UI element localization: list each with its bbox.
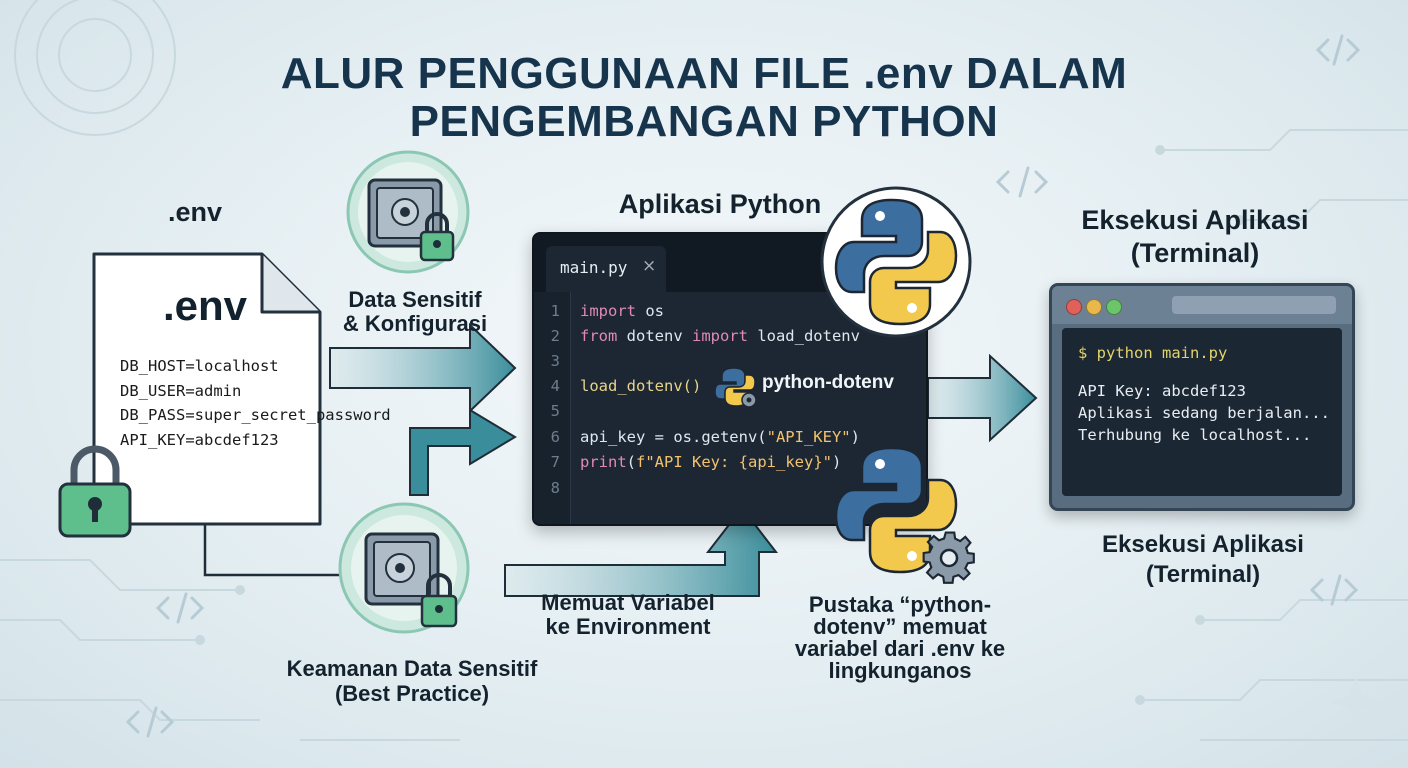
page-title-line-2: PENGEMBANGAN PYTHON (409, 97, 999, 146)
line-number: 4 (550, 377, 560, 395)
line-number: 8 (550, 479, 560, 497)
code-string: f"API Key: {api_key}" (636, 453, 832, 471)
code-text: os (636, 302, 664, 320)
env-document-icon (92, 252, 322, 526)
env-line: API_KEY=abcdef123 (120, 430, 279, 449)
code-line: api_key = os.getenv("API_KEY") (580, 428, 860, 446)
arrow-load-to-app (504, 506, 779, 597)
env-document-label: .env (167, 197, 223, 227)
tab-main-py[interactable]: main.py × (546, 246, 666, 292)
code-text: ) (850, 428, 860, 446)
code-text: ( (626, 453, 637, 471)
app-label: Aplikasi Python (618, 189, 822, 219)
terminal-window: $ python main.py API Key: abcdef123 Apli… (1049, 283, 1355, 511)
env-to-security-line (203, 522, 340, 577)
arrow-app-to-terminal (927, 353, 1038, 443)
code-line: load_dotenv() (580, 377, 701, 395)
code-function: load_dotenv() (580, 377, 702, 395)
arrow-security-to-app (409, 408, 517, 496)
code-keyword: from (580, 327, 618, 345)
terminal-output-line: Terhubung ke localhost... (1078, 426, 1312, 444)
code-text: load_dotenv (747, 327, 860, 345)
line-number: 2 (550, 327, 560, 345)
close-icon[interactable]: × (642, 256, 657, 276)
code-line: from dotenv import load_dotenv (580, 327, 860, 345)
maximize-window-button[interactable] (1106, 299, 1122, 315)
terminal-title-bar (1052, 286, 1352, 324)
python-logo-icon (820, 186, 972, 338)
security-label-2: (Best Practice) (334, 681, 490, 706)
terminal-output-line: API Key: abcdef123 (1078, 382, 1246, 400)
code-function: print (580, 453, 627, 471)
padlock-icon (58, 445, 132, 538)
python-dotenv-badge: python-dotenv (762, 372, 894, 393)
code-keyword: import (691, 327, 748, 345)
close-window-button[interactable] (1066, 299, 1082, 315)
env-line: DB_PASS=super_secret_password (120, 406, 391, 424)
code-line: print(f"API Key: {api_key}") (580, 453, 841, 471)
code-text: ) (831, 453, 842, 471)
sensitive-data-label-2: & Konfigurasi (342, 311, 488, 336)
page-title-line-1: ALUR PENGGUNAAN FILE .env DALAM (280, 49, 1128, 98)
load-env-label-1: Memuat Variabel (541, 590, 715, 615)
execution-label-top-1: Eksekusi Aplikasi (1081, 205, 1309, 235)
python-dotenv-logo-icon (714, 367, 757, 408)
minimize-window-button[interactable] (1086, 299, 1102, 315)
code-text: api_key = os.getenv( (580, 428, 767, 446)
env-file-contents: DB_HOST=localhost DB_USER=admin DB_PASS=… (120, 354, 391, 452)
env-line: DB_HOST=localhost (120, 357, 279, 375)
sensitive-data-label-1: Data Sensitif (348, 287, 482, 312)
terminal-output-line: Aplikasi sedang berjalan... (1078, 404, 1330, 422)
library-label-2: dotenv” memuat (813, 614, 987, 639)
library-label-4: lingkunganos (828, 658, 972, 683)
line-number: 7 (550, 453, 560, 471)
code-text: dotenv (617, 327, 692, 345)
code-line: import os (580, 302, 664, 320)
line-number: 1 (550, 302, 560, 320)
line-number: 5 (550, 402, 560, 420)
execution-label-bottom-2: (Terminal) (1145, 561, 1261, 588)
library-label-3: variabel dari .env ke (794, 636, 1006, 661)
terminal-command: $ python main.py (1078, 344, 1228, 362)
execution-label-bottom-1: Eksekusi Aplikasi (1102, 531, 1304, 558)
env-file-title: .env (162, 282, 248, 329)
python-library-logo-icon (834, 446, 975, 584)
terminal-screen[interactable]: $ python main.py API Key: abcdef123 Apli… (1062, 328, 1342, 496)
security-label-1: Keamanan Data Sensitif (286, 656, 538, 681)
code-string: "API_KEY" (766, 428, 851, 446)
line-number-gutter (534, 292, 571, 524)
safe-vault-icon (346, 150, 470, 274)
line-number: 6 (550, 428, 560, 446)
security-vault-icon (338, 502, 470, 634)
terminal-title-field (1172, 296, 1336, 314)
line-number: 3 (550, 352, 560, 370)
arrow-env-to-app (329, 322, 517, 414)
code-keyword: import (580, 302, 636, 320)
execution-label-top-2: (Terminal) (1130, 238, 1260, 268)
env-line: DB_USER=admin (120, 381, 242, 400)
tab-label: main.py (560, 258, 628, 277)
library-label-1: Pustaka “python- (808, 592, 992, 617)
load-env-label-2: ke Environment (545, 614, 711, 639)
